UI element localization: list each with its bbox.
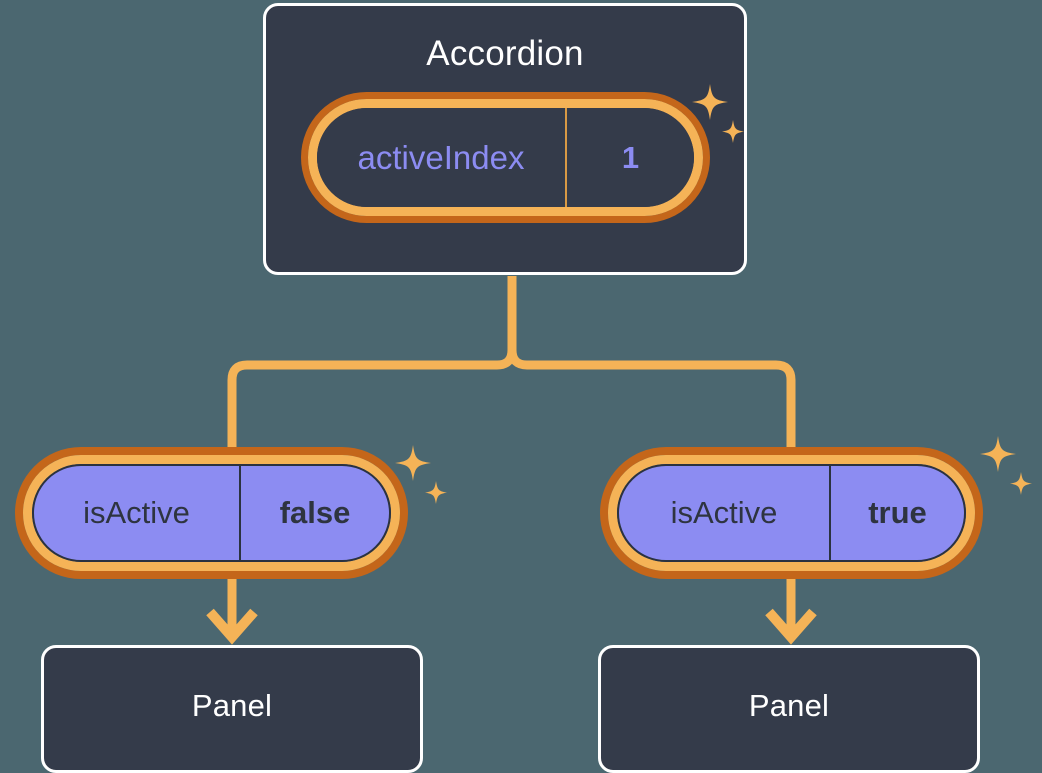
prop-pill-isactive-true[interactable]: isActive true [608, 455, 975, 571]
prop-pill-inner: isActive true [617, 464, 966, 562]
panel-left-title: Panel [191, 688, 273, 723]
sparkle-icon [395, 445, 447, 504]
right-branch-connector [507, 349, 796, 458]
component-node-panel-left[interactable]: Panel [41, 645, 423, 773]
accordion-title: Accordion [426, 34, 584, 73]
left-arrowhead-icon [206, 608, 258, 645]
sparkle-icon [980, 436, 1032, 495]
component-node-panel-right[interactable]: Panel [598, 645, 980, 773]
state-pill-inner: activeIndex 1 [317, 108, 694, 207]
prop-value-label: true [868, 495, 927, 530]
state-key-label: activeIndex [317, 108, 567, 207]
prop-key-label: isActive [34, 466, 241, 560]
left-branch-connector [227, 349, 517, 458]
prop-key-label: isActive [619, 466, 831, 560]
prop-pill-isactive-false[interactable]: isActive false [23, 455, 400, 571]
state-value-label: 1 [621, 139, 640, 175]
panel-right-title: Panel [748, 688, 830, 723]
right-arrowhead-icon [765, 608, 817, 645]
prop-pill-inner: isActive false [32, 464, 391, 562]
prop-value-label: false [279, 495, 351, 530]
state-pill-activeindex[interactable]: activeIndex 1 [308, 99, 703, 216]
